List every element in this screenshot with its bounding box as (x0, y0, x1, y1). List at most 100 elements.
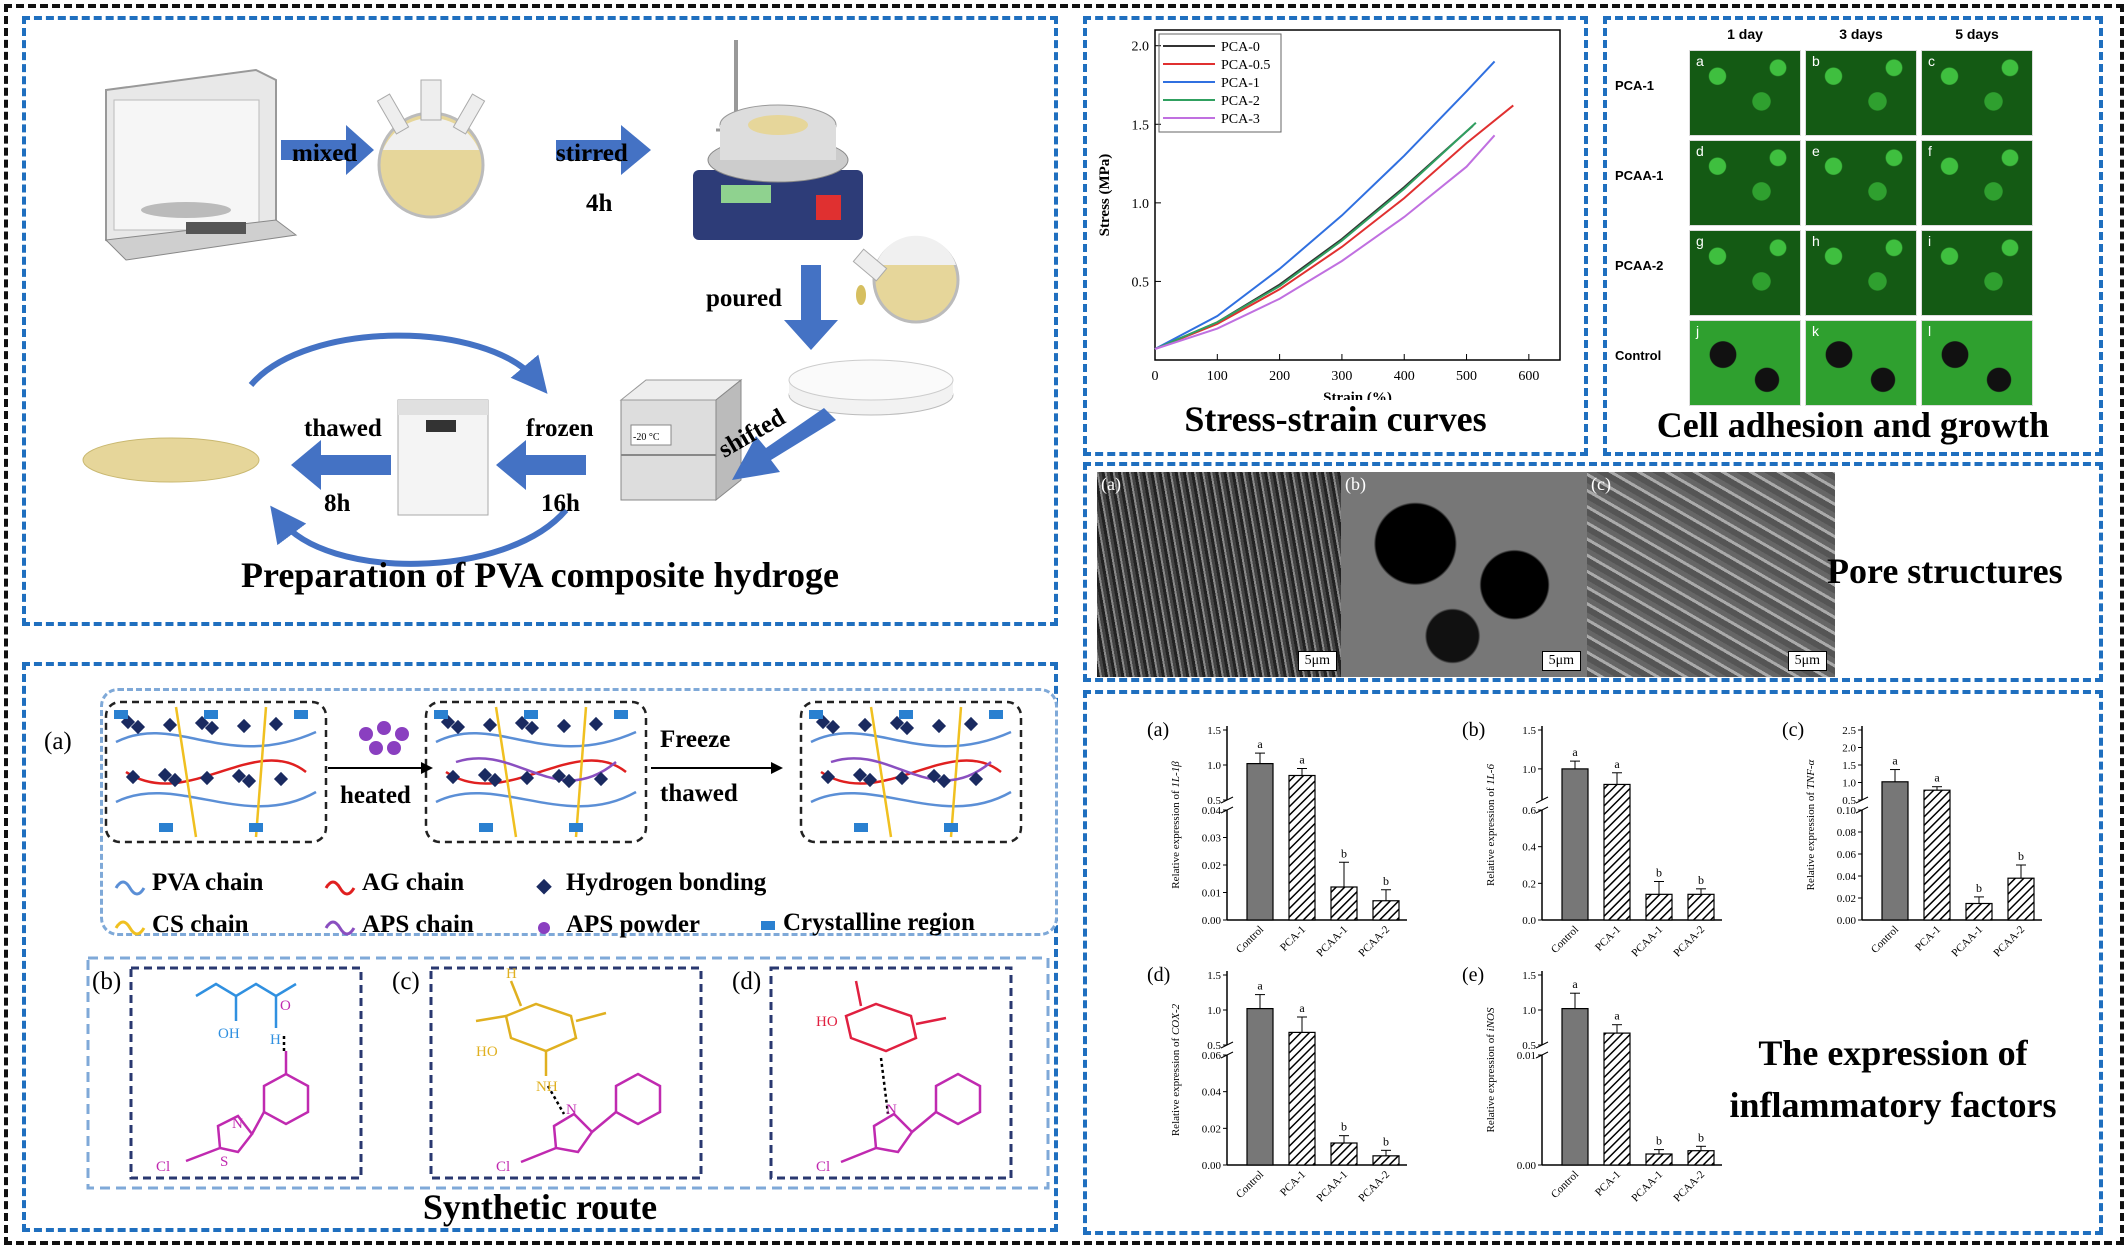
bar (1603, 1032, 1631, 1166)
y-tick-label: 1.5 (1842, 760, 1856, 772)
category-label: PCAA-2 (1356, 924, 1392, 960)
pore-structure-panel: (a)5μm(b)5μm(c)5μm Pore structures (1083, 462, 2103, 682)
atom-label: H (270, 1032, 281, 1048)
atom-label: S (220, 1154, 228, 1170)
legend-hydrogen-bonding: Hydrogen bonding (566, 869, 767, 896)
y-tick-label: 0.00 (1202, 1160, 1222, 1172)
bar (1330, 1142, 1358, 1166)
hydrogen-bond-marker (862, 772, 878, 788)
legend-entry: PCA-1 (1221, 76, 1260, 91)
bar (1246, 762, 1274, 921)
bar (1923, 789, 1951, 921)
pore-title: Pore structures (1827, 551, 2063, 591)
hydrogen-bond-marker (857, 717, 873, 733)
crystalline-region-marker (899, 710, 913, 719)
category-label: Control (1549, 1169, 1581, 1201)
y-tick-label: 1.0 (1842, 778, 1856, 790)
cell-image-tile: h (1805, 230, 1917, 316)
bar (1372, 1155, 1400, 1166)
bar (1330, 886, 1358, 921)
hydrogen-bond-marker (519, 770, 535, 786)
significance-letter: a (1299, 1001, 1305, 1015)
bar (1881, 781, 1909, 921)
category-label: PCAA-2 (1671, 924, 1707, 960)
series-line-PCA-1 (1154, 60, 1496, 350)
y-tick-label: 1.0 (1132, 197, 1150, 212)
significance-letter: a (1614, 1009, 1620, 1023)
tile-label: a (1696, 53, 1704, 69)
atom-label: N (886, 1102, 897, 1118)
bar-chart-label: (d) (1147, 964, 1170, 986)
y-tick-label: 0.01 (1517, 1050, 1536, 1062)
category-label: PCA-1 (1913, 924, 1943, 954)
pva-chain-line (810, 730, 1012, 748)
tile-label: d (1696, 143, 1704, 159)
aps-powder-icon (359, 721, 409, 755)
structure-c-box (429, 966, 703, 1180)
pva-chain-line (435, 730, 637, 748)
significance-letter: a (1257, 979, 1263, 993)
legend-aps-chain: APS chain (362, 911, 474, 938)
preparation-title: Preparation of PVA composite hydroge (241, 555, 839, 595)
cell-image-tile: k (1805, 320, 1917, 406)
hydrogen-bond-marker (167, 772, 183, 788)
preparation-panel: -20 °C mixed stirred 4h poured shifted f… (22, 16, 1058, 626)
atom-label: Cl (816, 1159, 830, 1175)
y-axis-label: Relative expression of iNOS (1485, 1007, 1497, 1132)
legend-entry: PCA-0.5 (1221, 58, 1270, 73)
x-tick-label: 600 (1518, 369, 1539, 384)
ag-chain-line (820, 759, 1002, 785)
legend-entry: PCA-0 (1221, 40, 1260, 55)
hydrogen-bond-marker (931, 718, 947, 734)
series-line-PCA-0.5 (1154, 104, 1514, 350)
y-tick-label: 0.06 (1837, 849, 1857, 861)
hydrogen-bond-marker (963, 716, 979, 732)
column-header: 3 days (1839, 26, 1883, 42)
pva-chain-line (435, 790, 637, 808)
crystalline-region-marker (479, 823, 493, 832)
y-tick-label: 0.03 (1202, 833, 1222, 845)
synthetic-route-title: Synthetic route (422, 1187, 658, 1227)
cell-image-tile: f (1921, 140, 2033, 226)
hydrogen-bond-marker (231, 768, 247, 784)
category-label: PCA-1 (1593, 924, 1623, 954)
y-tick-label: 1.5 (1207, 725, 1221, 737)
sem-label: (c) (1591, 474, 1611, 494)
structures-box (86, 956, 1050, 1190)
step-thawed-label: thawed (304, 415, 382, 442)
preparation-diagram: -20 °C (82, 40, 960, 567)
hydrogen-bond-marker (514, 715, 530, 731)
significance-letter: b (1976, 881, 1982, 895)
axis-break (1535, 796, 1549, 804)
cell-image-tile: c (1921, 50, 2033, 136)
step-poured-label: poured (706, 285, 782, 312)
bar (1687, 1150, 1715, 1166)
hydrogen-bond-marker (551, 768, 567, 784)
hydrogen-bond-marker (487, 772, 503, 788)
cs-chain-line (494, 706, 518, 838)
hydrogen-bond-marker (204, 720, 220, 736)
crystalline-region-marker (159, 823, 173, 832)
pva-chain-line (115, 730, 317, 748)
column-header: 5 days (1955, 26, 1999, 42)
cs-chain-line (174, 706, 198, 838)
cell-image-tile: g (1689, 230, 1801, 316)
step-frozen-label: frozen (526, 415, 594, 442)
bar (1687, 893, 1715, 921)
y-tick-label: 1.0 (1522, 1005, 1536, 1017)
hydrogen-bond-marker (899, 720, 915, 736)
hydrogen-bond-marker (936, 773, 952, 789)
pva-chain-line (810, 790, 1012, 808)
process-arrows (281, 125, 838, 490)
significance-letter: b (1656, 866, 1662, 880)
petri-dish-icon (788, 359, 954, 416)
category-label: PCAA-2 (1671, 1169, 1707, 1205)
atom-label: N (566, 1102, 577, 1118)
y-tick-label: 0.00 (1517, 1160, 1537, 1172)
cell-image-tile: j (1689, 320, 1801, 406)
y-tick-label: 1.0 (1522, 764, 1536, 776)
crystalline-region-marker (434, 710, 448, 719)
y-tick-label: 0.02 (1202, 860, 1221, 872)
cs-chain-line (949, 706, 963, 838)
